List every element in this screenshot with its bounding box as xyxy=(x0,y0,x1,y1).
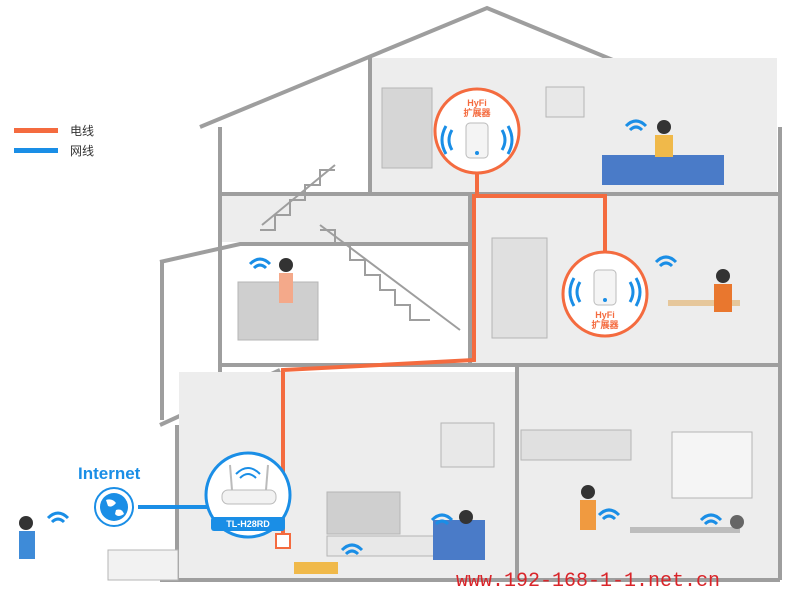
wifi-icon xyxy=(624,119,648,132)
person-dining xyxy=(730,515,744,529)
kitchen-cabinets xyxy=(520,429,632,461)
legend-network-line: 网线 xyxy=(14,140,94,160)
wifi-icon xyxy=(248,257,272,270)
people xyxy=(19,120,744,574)
legend-power-line: 电线 xyxy=(14,120,94,140)
legend-network-label: 网线 xyxy=(70,143,95,158)
wifi-icons xyxy=(46,119,723,556)
legend-power-swatch xyxy=(14,127,58,133)
staircase xyxy=(260,164,461,331)
watermark: www.192-168-1-1.net.cn xyxy=(456,570,721,593)
wifi-icon xyxy=(654,255,678,268)
extender-line2: 扩展器 xyxy=(591,320,619,330)
wifi-icon xyxy=(340,543,364,556)
extender-icon xyxy=(465,122,489,159)
router-bubble xyxy=(204,451,292,539)
extender-label-upstairs: HyFi 扩展器 xyxy=(447,98,507,118)
dining-table xyxy=(630,527,740,533)
extender-icon xyxy=(593,269,617,306)
wifi-icon xyxy=(430,513,454,526)
furniture xyxy=(107,86,753,581)
person-treadmill xyxy=(279,258,293,272)
bed xyxy=(602,155,724,185)
treadmill xyxy=(237,281,319,341)
picture-frame-living xyxy=(440,422,495,468)
kitchen-window xyxy=(671,431,753,499)
wifi-icon xyxy=(46,511,70,524)
extender-line1: HyFi xyxy=(595,310,615,320)
internet-label: Internet xyxy=(78,464,141,483)
internet-globe-icon xyxy=(94,487,134,527)
wifi-icon xyxy=(597,508,621,521)
person-outside xyxy=(19,516,33,530)
extender-bubble-upstairs xyxy=(433,87,521,175)
router-icon xyxy=(221,489,277,505)
extender-line2: 扩展器 xyxy=(463,108,491,118)
power-outlet xyxy=(275,533,291,549)
person-armchair xyxy=(459,510,473,524)
legend-power-label: 电线 xyxy=(70,123,95,138)
legend-network-swatch xyxy=(14,147,58,153)
wardrobe xyxy=(381,87,433,169)
picture-frame-upstairs xyxy=(545,86,585,118)
armchair xyxy=(433,520,485,560)
tv xyxy=(326,491,401,535)
legend: 电线 网线 xyxy=(14,120,94,160)
extender-label-midfloor: HyFi 扩展器 xyxy=(575,310,635,330)
fence xyxy=(107,549,179,581)
desk xyxy=(668,300,740,306)
router-label: TL-H28RD xyxy=(226,519,270,529)
extender-line1: HyFi xyxy=(467,98,487,108)
extender-bubble-midfloor xyxy=(561,250,649,338)
wifi-icon xyxy=(699,513,723,526)
child-on-floor xyxy=(294,562,338,574)
person-kitchen xyxy=(581,485,595,499)
person-desk xyxy=(716,269,730,283)
bookshelf xyxy=(491,237,548,339)
person-bed xyxy=(657,120,671,134)
